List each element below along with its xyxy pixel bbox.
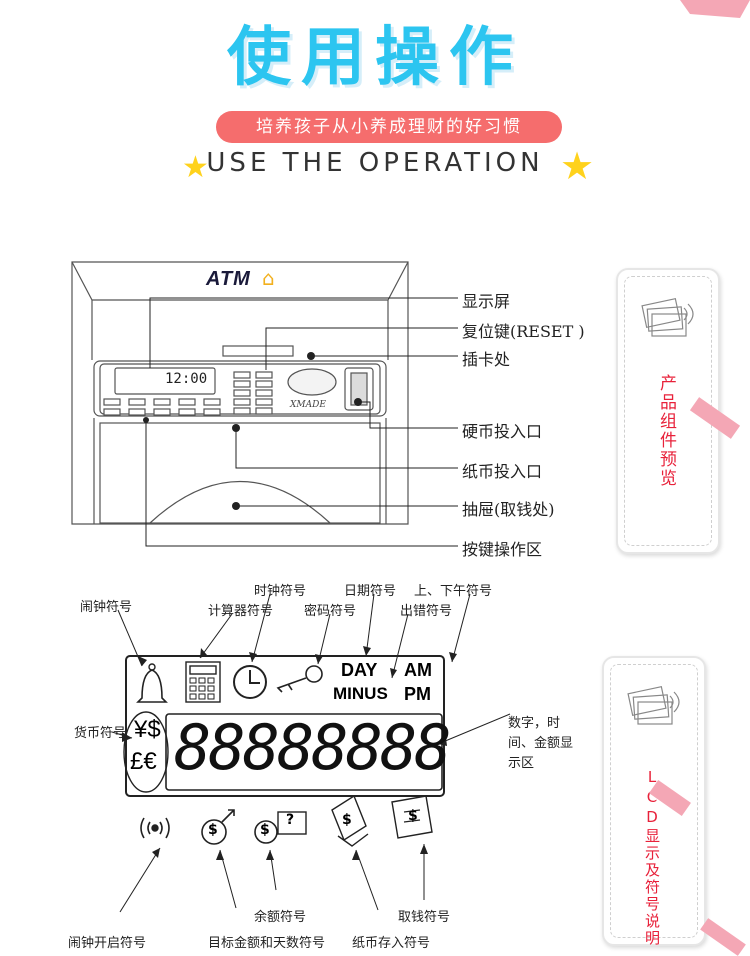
callout-note-slot: 纸币投入口: [462, 462, 543, 481]
atm-logo: ATM: [206, 268, 251, 290]
callout-clock-symbol: 时钟符号: [254, 584, 307, 599]
lcd-diagram: [111, 593, 511, 913]
english-title: USE THE OPERATION: [206, 148, 544, 178]
dollar-icon: $: [208, 822, 218, 838]
callout-note-deposit-symbol: 纸币存入符号: [352, 936, 431, 951]
callout-ampm-symbol: 上、下午符号: [414, 584, 493, 599]
atm-brand: XMADE: [290, 400, 326, 410]
callout-keypad: 按键操作区: [462, 540, 543, 559]
side-tag-lcd-text: LCD显示及符号说明: [643, 768, 661, 947]
callout-withdraw-symbol: 取钱符号: [398, 910, 451, 925]
callout-drawer: 抽屉(取钱处): [462, 500, 555, 519]
callout-reset-key: 复位键(RESET ): [462, 322, 585, 341]
dollar-icon: $: [342, 812, 352, 828]
star-icon: ★: [182, 150, 209, 185]
dollar-icon: $: [260, 822, 270, 838]
side-tag-components-text: 产品组件预览: [656, 374, 676, 488]
lcd-digits: 88888888: [174, 711, 452, 784]
house-icon: ⌂: [262, 266, 275, 290]
callout-date-symbol: 日期符号: [344, 584, 397, 599]
lcd-day-label: DAY: [341, 660, 378, 680]
lcd-pm-label: PM: [404, 684, 431, 704]
corner-ribbon: [680, 0, 750, 18]
page-title: 使用操作: [227, 21, 523, 95]
star-icon: ★: [560, 144, 595, 188]
callout-calculator-symbol: 计算器符号: [208, 604, 274, 619]
lcd-minus-label: MINUS: [333, 684, 388, 703]
callout-password-symbol: 密码符号: [304, 604, 357, 619]
lcd-currency-top: ¥$: [134, 716, 161, 743]
callout-digits-area: 数字，时间、金额显示区: [508, 716, 574, 771]
dollar-icon: $: [408, 808, 418, 824]
lcd-currency-bottom: £€: [130, 748, 157, 775]
callout-display-screen: 显示屏: [462, 292, 511, 311]
callout-coin-slot: 硬币投入口: [462, 422, 543, 441]
atm-diagram: [71, 261, 458, 547]
callout-alarm-on-symbol: 闹钟开启符号: [68, 936, 147, 951]
callout-card-slot: 插卡处: [462, 350, 511, 369]
subtitle-pill: 培养孩子从小养成理财的好习惯: [216, 111, 562, 143]
question-icon: ?: [286, 812, 295, 828]
callout-alarm-symbol: 闹钟符号: [80, 600, 133, 615]
money-stack-icon: [641, 297, 694, 337]
money-stack-icon: [627, 685, 680, 725]
callout-error-symbol: 出错符号: [400, 604, 453, 619]
atm-clock-display: 12:00: [165, 371, 208, 387]
callout-target-symbol: 目标金额和天数符号: [208, 936, 326, 951]
lcd-am-label: AM: [404, 660, 432, 680]
callout-currency-symbol: 货币符号: [74, 726, 127, 741]
side-tag-lcd: LCD显示及符号说明: [602, 656, 706, 947]
callout-balance-symbol: 余额符号: [254, 910, 307, 925]
